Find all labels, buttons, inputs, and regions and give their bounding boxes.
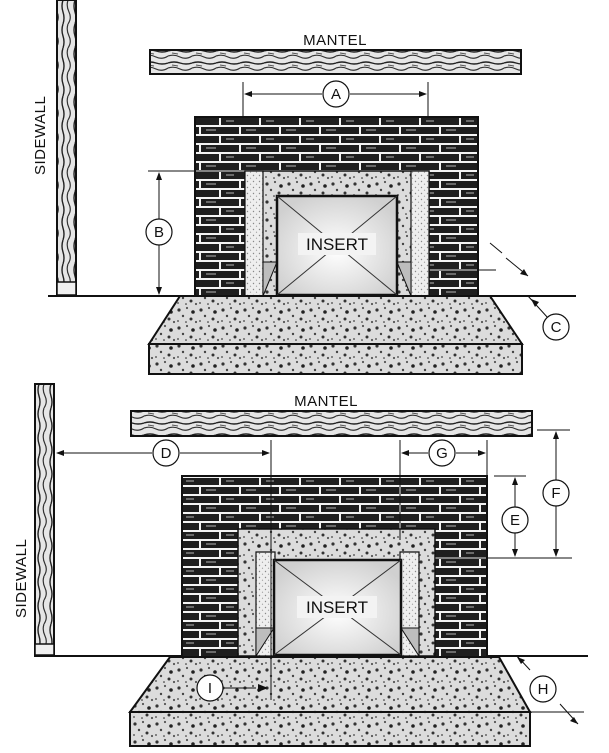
insert-label: INSERT xyxy=(306,235,368,254)
dimension-g-label: G xyxy=(436,445,448,462)
sidewall-label: SIDEWALL xyxy=(13,539,30,618)
dimension-b-label: B xyxy=(154,224,164,241)
sidewall-base-block xyxy=(34,643,55,656)
firebox-bevel-right xyxy=(396,261,412,297)
dimension-a-label: A xyxy=(331,86,341,103)
dimension-i: I xyxy=(196,674,268,702)
firebox-side-right xyxy=(410,170,430,297)
mantel xyxy=(149,49,522,75)
firebox-bevel-left xyxy=(262,261,278,297)
sidewall-base-block xyxy=(56,281,77,296)
hearth-front xyxy=(148,343,523,375)
dimension-h: H xyxy=(516,655,584,725)
hearth xyxy=(147,295,524,345)
dimension-e: E xyxy=(436,475,572,559)
mantel-label: MANTEL xyxy=(294,393,358,410)
dimension-c: C xyxy=(429,242,570,341)
mantel xyxy=(130,410,533,437)
dimension-d: D xyxy=(56,439,272,700)
dimension-a: A xyxy=(242,80,429,117)
top-diagram: SIDEWALL MANTEL INSERT A xyxy=(32,0,576,375)
dimension-e-label: E xyxy=(510,512,520,529)
bottom-diagram: SIDEWALL MANTEL INSERT D xyxy=(13,383,588,747)
dimension-g: G xyxy=(399,439,488,540)
dimension-f-label: F xyxy=(551,485,560,502)
firebox-bevel-right xyxy=(400,627,420,658)
firebox-side-left xyxy=(244,170,264,297)
hearth-front xyxy=(129,711,531,747)
dimension-h-label: H xyxy=(538,681,549,698)
sidewall xyxy=(34,383,55,656)
insert-label: INSERT xyxy=(306,598,368,617)
sidewall-label: SIDEWALL xyxy=(32,96,49,175)
dimension-d-label: D xyxy=(161,445,172,462)
insert-label-backdrop xyxy=(298,233,376,255)
dimension-f: F xyxy=(537,429,570,557)
mantel-label: MANTEL xyxy=(303,32,367,49)
sidewall xyxy=(56,0,77,296)
dimension-i-label: I xyxy=(208,680,212,697)
dimension-b: B xyxy=(145,170,245,295)
firebox-bevel-left xyxy=(255,627,275,658)
insert-label-backdrop xyxy=(297,596,377,618)
dimension-c-label: C xyxy=(551,319,562,336)
hearth xyxy=(128,656,532,713)
